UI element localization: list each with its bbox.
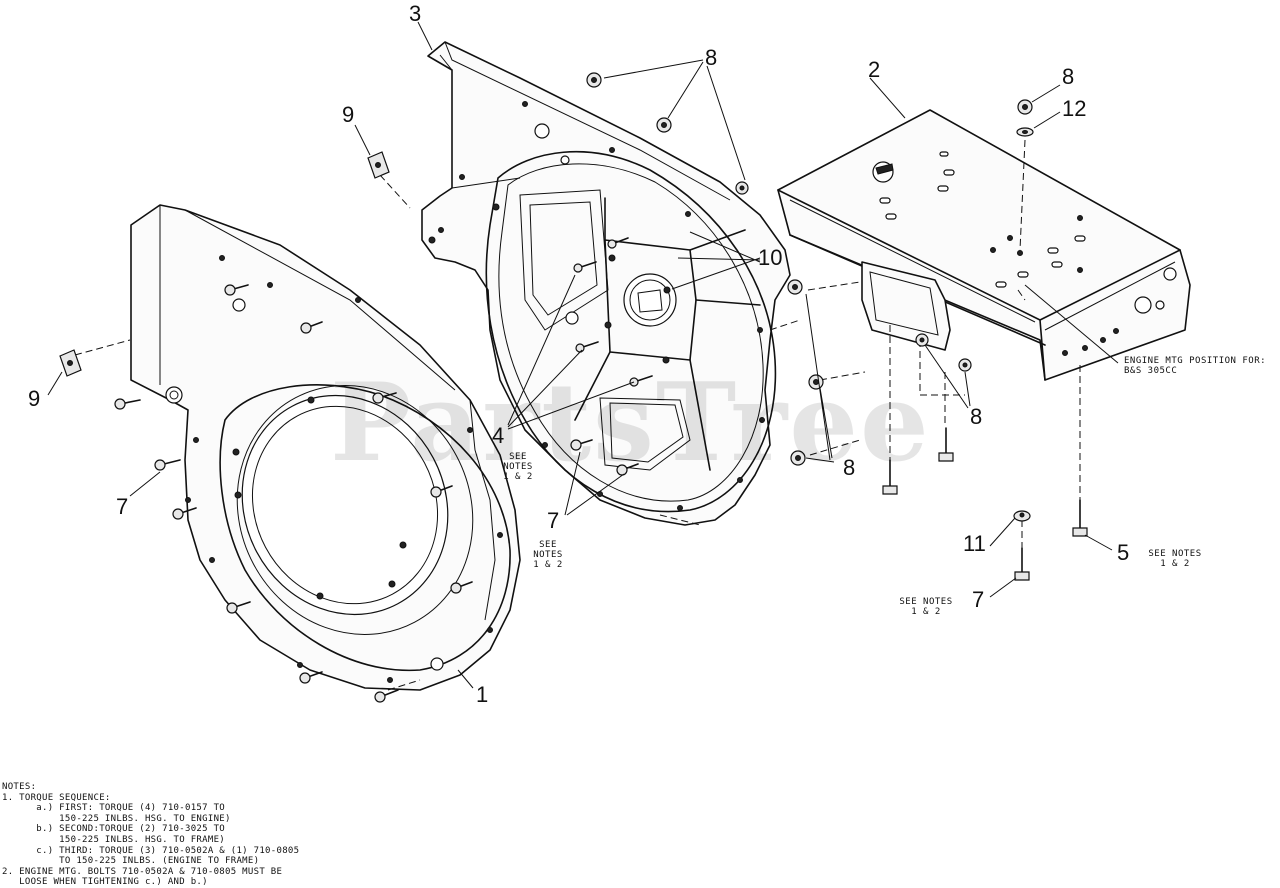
callout-9: 9 xyxy=(342,102,355,127)
callout-9: 9 xyxy=(28,386,41,411)
callout-8: 8 xyxy=(1062,64,1075,89)
bolt-4 xyxy=(573,261,597,273)
clip-nut-9 xyxy=(59,349,82,377)
see-notes-annotation: SEE NOTES 1 & 2 xyxy=(533,540,563,570)
nut-8 xyxy=(735,181,749,195)
callout-8: 8 xyxy=(705,45,718,70)
engine-mounting-position-note: ENGINE MTG POSITION FOR: B&S 305CC xyxy=(1124,356,1267,376)
bolt-7 xyxy=(226,601,251,614)
see-notes-annotation: SEE NOTES 1 & 2 xyxy=(899,597,953,617)
bolt-7 xyxy=(114,398,141,410)
callout-8: 8 xyxy=(970,404,983,429)
notes-block: NOTES: 1. TORQUE SEQUENCE: a.) FIRST: TO… xyxy=(2,782,299,888)
hardware xyxy=(59,72,1088,703)
callout-5: 5 xyxy=(1117,540,1130,565)
callout-7: 7 xyxy=(116,494,129,519)
bolt-7 xyxy=(299,671,323,684)
nut-8 xyxy=(586,72,602,88)
notes-line: LOOSE WHEN TIGHTENING c.) AND b.) xyxy=(2,877,208,888)
notes-line: TO 150-225 INLBS. (ENGINE TO FRAME) xyxy=(2,856,260,867)
bolt-7 xyxy=(570,439,593,451)
notes-line: c.) THIRD: TORQUE (3) 710-0502A & (1) 71… xyxy=(2,845,300,856)
notes-line: a.) FIRST: TORQUE (4) 710-0157 TO xyxy=(2,803,226,814)
notes-line: 150-225 INLBS. HSG. TO ENGINE) xyxy=(2,813,231,824)
nut-8 xyxy=(787,279,803,295)
front-housing-part-1 xyxy=(130,204,521,691)
bolt-7 xyxy=(224,284,249,296)
nut-8 xyxy=(958,358,972,372)
callout-7: 7 xyxy=(547,508,560,533)
part-11 xyxy=(1013,510,1031,522)
rear-housing-part-3 xyxy=(421,41,791,526)
bolt-7 xyxy=(300,321,323,334)
bolt-7 xyxy=(374,689,399,703)
assembly-dashed-lines xyxy=(74,139,1081,691)
notes-line: b.) SECOND:TORQUE (2) 710-3025 TO xyxy=(2,824,226,835)
leader-lines xyxy=(47,21,1119,689)
callout-3: 3 xyxy=(409,1,422,26)
bolt-7 xyxy=(430,485,453,498)
washer-12 xyxy=(1016,127,1034,137)
nut-8 xyxy=(1017,99,1033,115)
notes-line: 1. TORQUE SEQUENCE: xyxy=(2,792,111,803)
engine-bolt xyxy=(938,427,954,462)
see-notes-annotation: SEE NOTES 1 & 2 xyxy=(1148,549,1202,569)
engine-frame-part-2 xyxy=(777,109,1191,381)
callout-8: 8 xyxy=(843,455,856,480)
bolt-5 xyxy=(1072,499,1088,537)
bolt-7 xyxy=(372,392,397,404)
engine-bolt xyxy=(882,459,898,495)
bolt-7 xyxy=(172,507,197,520)
callout-4: 4 xyxy=(492,423,505,448)
callout-1: 1 xyxy=(476,682,489,707)
notes-line: 150-225 INLBS. HSG. TO FRAME) xyxy=(2,834,226,845)
bolt-7 xyxy=(154,459,181,471)
watermark: PartsTree xyxy=(330,360,931,486)
notes-line: NOTES: xyxy=(2,782,37,792)
bolt-4 xyxy=(607,237,629,249)
nut-8 xyxy=(656,117,672,133)
notes-line: 2. ENGINE MTG. BOLTS 710-0502A & 710-080… xyxy=(2,866,283,877)
callout-12: 12 xyxy=(1062,96,1087,121)
callout-10: 10 xyxy=(758,245,783,270)
callout-7: 7 xyxy=(972,587,985,612)
callout-11: 11 xyxy=(963,531,986,556)
nut-8 xyxy=(915,333,929,347)
bolt-7 xyxy=(1014,547,1030,581)
callout-2: 2 xyxy=(868,57,881,82)
clip-nut-9 xyxy=(367,151,390,179)
nut-8 xyxy=(790,450,806,466)
bolt-7 xyxy=(450,581,473,594)
see-notes-annotation: SEE NOTES 1 & 2 xyxy=(503,452,533,482)
